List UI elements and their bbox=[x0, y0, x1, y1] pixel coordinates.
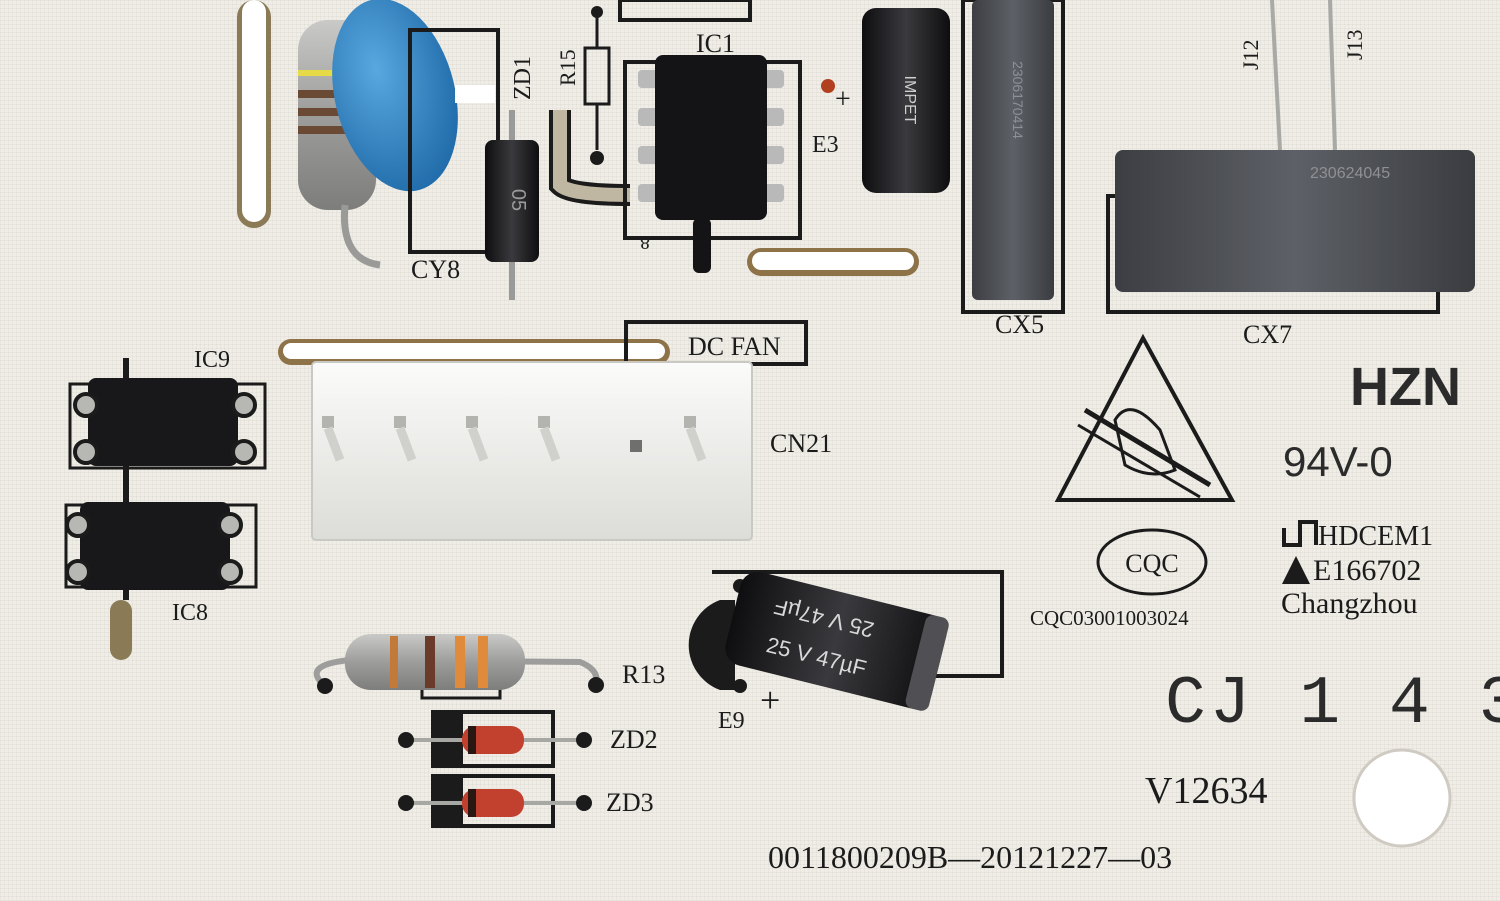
diode-code: 05 bbox=[507, 189, 529, 211]
resistor-band bbox=[478, 636, 488, 688]
cx7-code: 230624045 bbox=[1310, 165, 1390, 182]
silk-outline-top bbox=[618, 0, 752, 22]
version: V12634 bbox=[1145, 770, 1267, 812]
via bbox=[590, 151, 604, 165]
date-code: CJ 1 4 3 bbox=[1165, 666, 1500, 743]
pad bbox=[576, 795, 592, 811]
board-slot-top-inner bbox=[283, 343, 665, 359]
silk-outline-cx5 bbox=[961, 0, 1065, 314]
pad bbox=[576, 732, 592, 748]
label-j12: J12 bbox=[1238, 39, 1263, 70]
polarity-plus: + bbox=[760, 680, 780, 720]
ul-file: E166702 bbox=[1313, 554, 1421, 587]
silk-polarity bbox=[688, 600, 735, 690]
via bbox=[821, 79, 835, 93]
label-dc-fan: DC FAN bbox=[688, 332, 781, 361]
jumper-wire-j13 bbox=[1328, 0, 1337, 151]
label-e3: E3 bbox=[812, 132, 839, 158]
board-slot-left-inner bbox=[242, 0, 266, 222]
pad bbox=[398, 795, 414, 811]
connector-cn21 bbox=[311, 361, 753, 541]
cx5-code: 2306170414 bbox=[1010, 61, 1026, 139]
zener-diode-zd2 bbox=[462, 726, 524, 754]
electrolytic-capacitor-e3 bbox=[862, 8, 950, 193]
esd-warning-icon bbox=[1054, 333, 1236, 502]
label-r13: R13 bbox=[622, 660, 665, 689]
mounting-hole bbox=[1352, 748, 1452, 848]
cqc-logo-text: CQC bbox=[1125, 549, 1178, 578]
label-zd2: ZD2 bbox=[610, 725, 658, 754]
blue-ceramic-capacitor bbox=[332, 0, 458, 192]
ic1-lead bbox=[693, 218, 711, 273]
silk-pad bbox=[455, 85, 495, 103]
via bbox=[591, 6, 603, 18]
x-capacitor-cx7 bbox=[1115, 150, 1475, 292]
label-e9: E9 bbox=[718, 708, 745, 734]
cqc-number: CQC03001003024 bbox=[1030, 606, 1189, 630]
resistor-lead bbox=[340, 204, 381, 269]
silk-outline-r15 bbox=[583, 46, 611, 106]
cqc-logo-icon bbox=[1096, 528, 1208, 596]
zener-band bbox=[468, 726, 476, 754]
resistor-band bbox=[455, 636, 465, 688]
resistor-band bbox=[298, 108, 376, 116]
resistor-band bbox=[298, 126, 376, 134]
label-ic9: IC9 bbox=[194, 347, 230, 373]
label-cx5: CX5 bbox=[995, 310, 1044, 339]
label-ic1: IC1 bbox=[696, 29, 735, 58]
label-zd1: ZD1 bbox=[510, 56, 536, 100]
label-ic8: IC8 bbox=[172, 600, 208, 626]
label-cx7: CX7 bbox=[1243, 320, 1292, 349]
jumper-wire-j12 bbox=[1270, 0, 1282, 151]
label-pin8: 8 bbox=[640, 231, 650, 253]
board-slot-bottom-left bbox=[110, 600, 132, 660]
x-capacitor-cx5 bbox=[972, 0, 1054, 300]
ic1-chip bbox=[655, 55, 767, 220]
optocoupler-ic8 bbox=[80, 502, 230, 590]
board-slot-mid-inner bbox=[752, 252, 914, 270]
polarity-plus: + bbox=[835, 84, 851, 115]
zener-band bbox=[468, 789, 476, 817]
electrolytic-capacitor-e9: 25 V 47µF 25 V 47µF bbox=[725, 571, 949, 711]
ul-code: HDCEM1 bbox=[1318, 521, 1433, 552]
ic9-pins bbox=[73, 392, 257, 465]
label-r15: R15 bbox=[555, 49, 580, 86]
black-diode bbox=[485, 140, 539, 262]
ic8-pins bbox=[65, 512, 243, 585]
pad bbox=[398, 732, 414, 748]
cap-e3-marking: IMPET bbox=[901, 76, 918, 125]
resistor-band bbox=[390, 636, 398, 688]
brand-mark-hzn: HZN bbox=[1350, 357, 1461, 417]
optocoupler-ic9 bbox=[88, 378, 238, 466]
zener-diode-zd3 bbox=[462, 789, 524, 817]
label-zd3: ZD3 bbox=[606, 788, 654, 817]
part-number: 0011800209B—20121227—03 bbox=[768, 839, 1172, 875]
connector-pins bbox=[322, 416, 707, 462]
pad bbox=[733, 679, 747, 693]
flame-rating: 94V-0 bbox=[1283, 438, 1393, 485]
copper-trace bbox=[553, 110, 631, 202]
label-j13: J13 bbox=[1342, 29, 1367, 60]
manufacturer-triangle-icon bbox=[1282, 556, 1310, 584]
ul-recognized-icon bbox=[1282, 520, 1318, 547]
pad bbox=[588, 677, 604, 693]
label-cy8: CY8 bbox=[411, 255, 460, 284]
pad bbox=[317, 678, 333, 694]
ic1-pins bbox=[638, 70, 784, 202]
label-cn21: CN21 bbox=[770, 429, 832, 458]
resistor-band bbox=[425, 636, 435, 688]
city: Changzhou bbox=[1281, 587, 1418, 620]
